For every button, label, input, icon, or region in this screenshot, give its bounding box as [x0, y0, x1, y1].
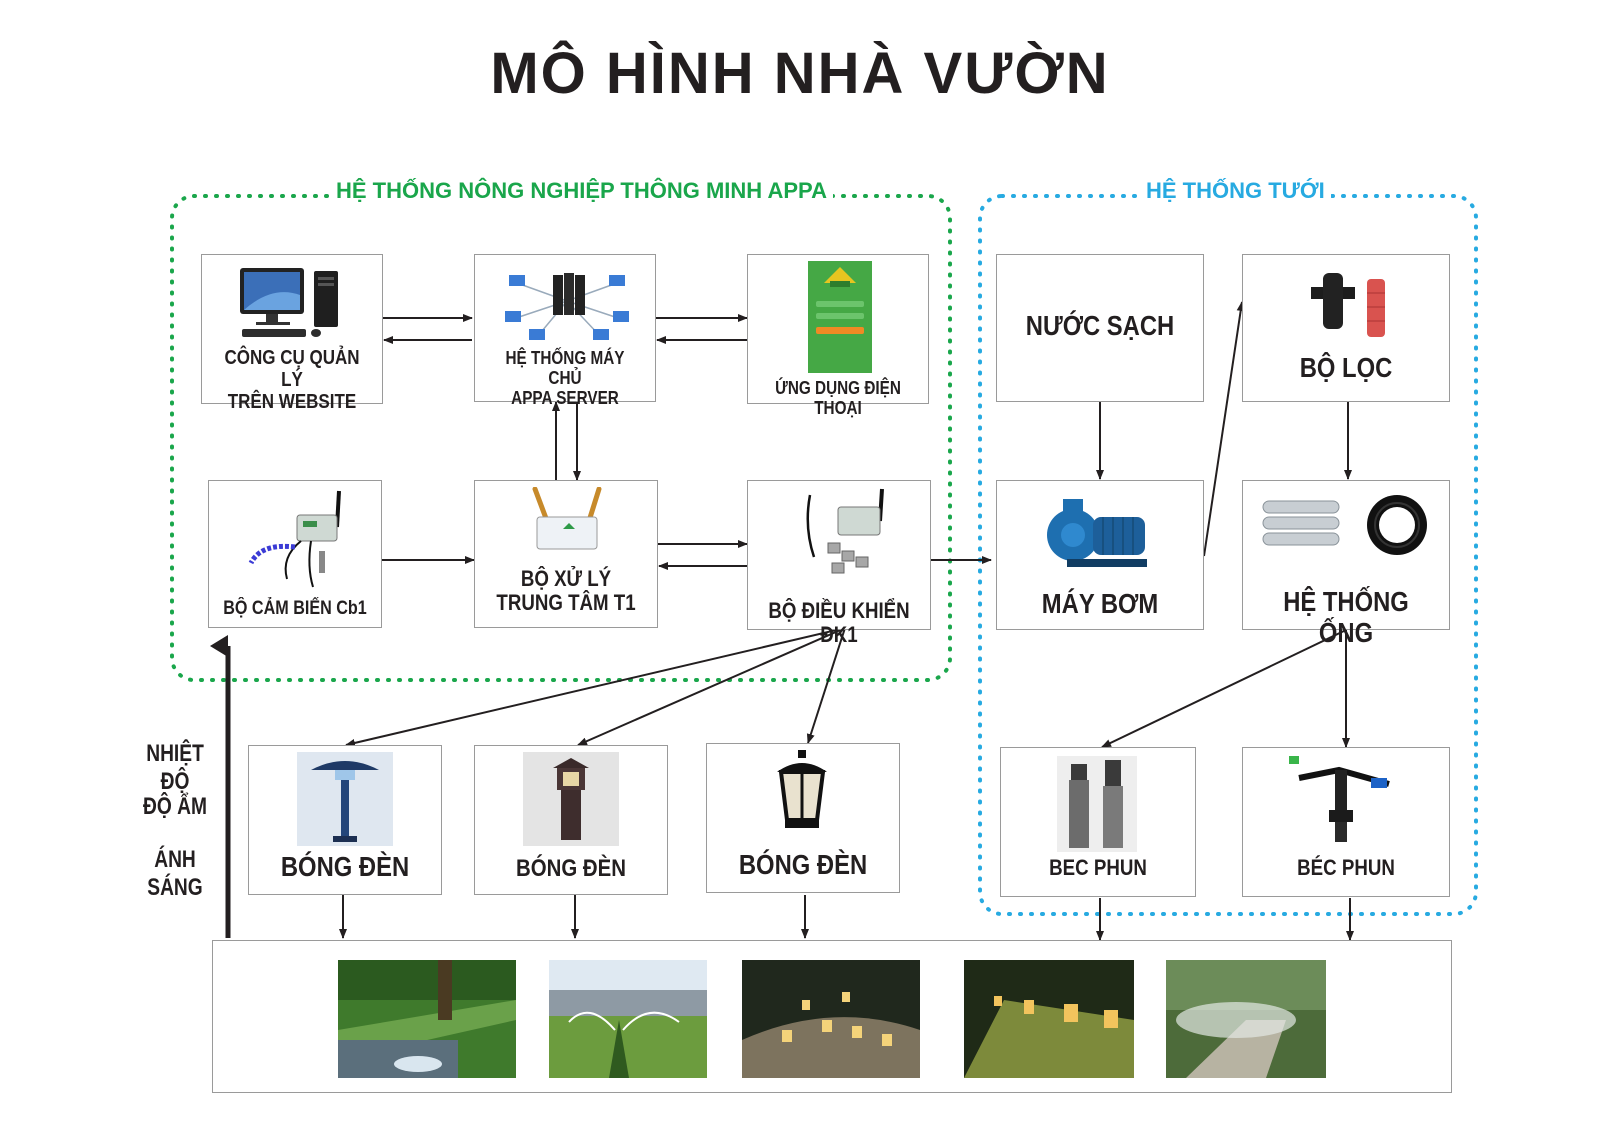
filter-node: BỘ LỌC: [1242, 254, 1450, 402]
garden-photo-sprinkler: [549, 960, 707, 1078]
controller-device-icon: [806, 488, 884, 574]
pump-label: MÁY BƠM: [1041, 588, 1159, 619]
controller-node: BỘ ĐIỀU KHIỂN ĐK1: [747, 480, 931, 647]
lamp-label-1: BÓNG ĐÈN: [280, 851, 410, 882]
lamp-node-2: BÓNG ĐÈN: [474, 745, 668, 895]
sensor-node: BỘ CẢM BIẾN Cb1: [208, 480, 382, 628]
sprinkler-node-1: BEC PHUN: [1000, 747, 1196, 897]
garden-photo-fountain: [338, 960, 516, 1078]
pipes-label: HỆ THỐNG ỐNG: [1283, 586, 1409, 648]
tuoi-group-border: [978, 194, 1478, 916]
lamp-label-2: BÓNG ĐÈN: [516, 855, 626, 882]
mobile-app-label: ỨNG DỤNG ĐIỆN THOẠI: [775, 378, 901, 418]
filter-icon: [1311, 273, 1385, 337]
web-tool-label: CÔNG CỤ QUẢN LÝ TRÊN WEBSITE: [224, 347, 360, 413]
clean-water-node: NƯỚC SẠCH: [996, 254, 1204, 402]
sensor-input-humidity: ĐỘ ẨM: [143, 793, 207, 820]
pop-up-sprinkler-icon: [1057, 756, 1137, 852]
garden-photo-misting: [1166, 960, 1326, 1078]
sensor-label: BỘ CẢM BIẾN Cb1: [223, 598, 367, 619]
server-label: HỆ THỐNG MÁY CHỦ APPA SERVER: [505, 348, 625, 408]
processor-node: BỘ XỬ LÝ TRUNG TÂM T1: [474, 480, 658, 628]
pipes-node: HỆ THỐNG ỐNG: [1242, 480, 1450, 648]
processor-label: BỘ XỬ LÝ TRUNG TÂM T1: [496, 566, 636, 616]
controller-label: BỘ ĐIỀU KHIỂN ĐK1: [768, 598, 910, 648]
appa-group-border: [170, 194, 952, 682]
sprinkler-node-2: BÉC PHUN: [1242, 747, 1450, 897]
mobile-app-node: ỨNG DỤNG ĐIỆN THOẠI: [747, 254, 929, 418]
irrigation-group-title: HỆ THỐNG TƯỚI: [1140, 178, 1331, 204]
pump-node: MÁY BƠM: [996, 480, 1204, 630]
lamp-node-3: BÓNG ĐÈN: [706, 743, 900, 893]
garden-photo-path-lights: [742, 960, 920, 1078]
server-network-icon: [505, 273, 629, 340]
web-tool-node: CÔNG CỤ QUẢN LÝ TRÊN WEBSITE: [201, 254, 383, 413]
lamp-post-icon: [297, 752, 393, 846]
sensor-input-temperature: NHIỆT ĐỘ: [146, 740, 204, 795]
impact-sprinkler-icon: [1289, 756, 1390, 842]
appa-group-title: HỆ THỐNG NÔNG NGHIỆP THÔNG MINH APPA: [330, 178, 833, 204]
lamp-node-1: BÓNG ĐÈN: [248, 745, 442, 895]
processor-device-icon: [532, 487, 602, 550]
sensor-input-light: ÁNH SÁNG: [147, 846, 203, 901]
lantern-icon: [777, 750, 827, 828]
page-title: MÔ HÌNH NHÀ VƯỜN: [490, 41, 1110, 106]
phone-app-icon: [808, 261, 872, 373]
clean-water-label: NƯỚC SẠCH: [1025, 310, 1175, 341]
sprinkler-label-1: BEC PHUN: [1049, 855, 1147, 880]
pipes-icon: [1262, 495, 1427, 555]
sensor-device-icon: [248, 490, 341, 588]
water-pump-icon: [1047, 499, 1147, 567]
garden-photo-lawn-lights: [964, 960, 1134, 1078]
server-node: HỆ THỐNG MÁY CHỦ APPA SERVER: [474, 254, 656, 407]
garden-lamp-icon: [523, 752, 619, 846]
computer-icon: [240, 268, 338, 337]
sprinkler-label-2: BÉC PHUN: [1297, 855, 1395, 880]
lamp-label-3: BÓNG ĐÈN: [738, 849, 868, 880]
filter-label: BỘ LỌC: [1299, 352, 1393, 383]
